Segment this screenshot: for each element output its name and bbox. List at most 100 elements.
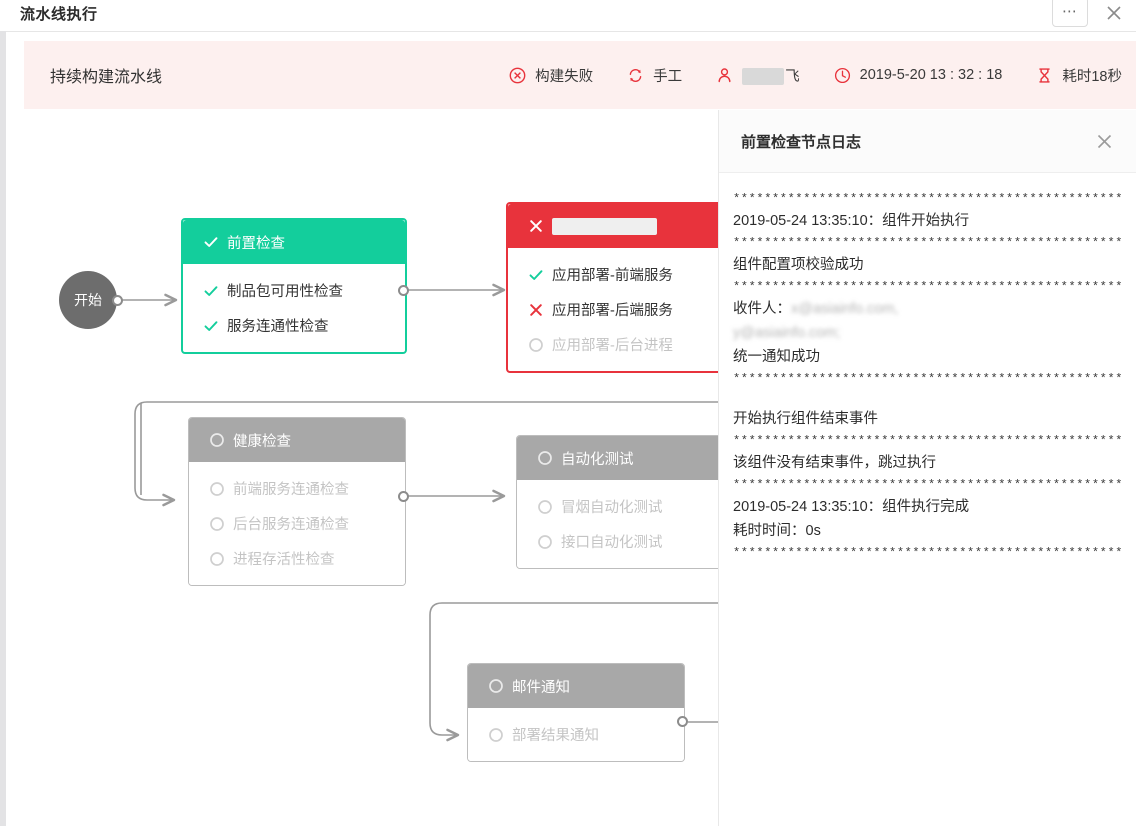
stage-body-precheck: 制品包可用性检查 服务连通性检查 xyxy=(183,264,405,352)
log-line: ****************************************… xyxy=(733,372,1122,387)
log-line: 2019-05-24 13:35:10：组件执行完成 xyxy=(733,499,970,516)
circle-icon xyxy=(488,678,512,694)
circle-icon xyxy=(537,450,561,466)
circle-icon xyxy=(537,534,561,550)
task-row[interactable]: 部署结果通知 xyxy=(468,717,684,752)
stage-port-health-out xyxy=(398,491,409,502)
start-node-port xyxy=(112,295,123,306)
stage-card-mail[interactable]: 邮件通知 部署结果通知 xyxy=(467,663,685,762)
circle-icon xyxy=(209,551,233,567)
clock-icon xyxy=(834,67,851,84)
more-options-button[interactable]: ⋯ xyxy=(1052,0,1088,27)
stage-body-autotest: 冒烟自动化测试 接口自动化测试 xyxy=(517,480,732,568)
build-status: 构建失败 xyxy=(509,65,593,86)
stage-card-health[interactable]: 健康检查 前端服务连通检查 后台服务连通检查 进程存活性检查 xyxy=(188,417,406,586)
stage-title-mail: 邮件通知 xyxy=(512,679,570,696)
refresh-icon xyxy=(627,67,644,84)
start-node-label: 开始 xyxy=(74,292,102,308)
page-title: 流水线执行 xyxy=(20,6,98,23)
task-row[interactable]: 前端服务连通检查 xyxy=(189,471,405,506)
task-row[interactable]: 后台服务连通检查 xyxy=(189,506,405,541)
circle-icon xyxy=(209,516,233,532)
log-line-recipients-cont: y@asiainfo.com; xyxy=(733,321,1122,345)
cross-icon xyxy=(528,218,552,234)
check-icon xyxy=(203,318,227,334)
stage-card-precheck[interactable]: 前置检查 制品包可用性检查 服务连通性检查 xyxy=(181,218,407,354)
log-panel-close-button[interactable] xyxy=(1095,132,1114,151)
task-label: 部署结果通知 xyxy=(512,728,599,744)
redaction-block xyxy=(742,68,785,86)
start-node[interactable]: 开始 xyxy=(59,271,117,329)
check-icon xyxy=(203,283,227,299)
stage-body-mail: 部署结果通知 xyxy=(468,708,684,761)
build-duration: 耗时18秒 xyxy=(1036,65,1122,86)
log-line: ****************************************… xyxy=(733,478,1122,493)
pipeline-name: 持续构建流水线 xyxy=(50,69,163,86)
log-panel-body[interactable]: ****************************************… xyxy=(719,173,1136,813)
circle-icon xyxy=(488,727,512,743)
build-duration-label: 耗时18秒 xyxy=(1062,68,1122,85)
log-line: ****************************************… xyxy=(733,236,1122,250)
task-label: 后台服务连通检查 xyxy=(233,517,349,533)
hourglass-icon xyxy=(1036,67,1053,84)
stage-header-autotest[interactable]: 自动化测试 xyxy=(517,436,732,480)
task-row[interactable]: 冒烟自动化测试 xyxy=(517,489,732,524)
error-circle-icon xyxy=(509,67,526,84)
task-row[interactable]: 进程存活性检查 xyxy=(189,541,405,576)
log-line: ****************************************… xyxy=(733,434,1122,449)
stage-title-deploy xyxy=(552,217,657,235)
task-row[interactable]: 应用部署-后台进程 xyxy=(508,327,763,362)
stage-header-health[interactable]: 健康检查 xyxy=(189,418,405,462)
task-label: 进程存活性检查 xyxy=(233,552,335,568)
log-line: ****************************************… xyxy=(733,280,1122,294)
build-time: 2019-5-20 13 : 32 : 18 xyxy=(834,67,1002,84)
task-label: 接口自动化测试 xyxy=(561,535,663,551)
trigger-user: 飞 xyxy=(716,65,800,86)
log-line: 组件配置项校验成功 xyxy=(733,257,864,273)
task-label: 冒烟自动化测试 xyxy=(561,500,663,516)
task-label: 前端服务连通检查 xyxy=(233,482,349,498)
circle-icon xyxy=(209,481,233,497)
task-row[interactable]: 服务连通性检查 xyxy=(183,308,405,343)
log-line-recipients: 收件人：x@asiainfo.com, xyxy=(733,297,1122,321)
close-icon xyxy=(1097,134,1112,148)
redaction-block xyxy=(552,217,657,235)
stage-title-autotest: 自动化测试 xyxy=(561,451,634,468)
check-icon xyxy=(203,234,227,250)
user-icon xyxy=(716,67,733,84)
trigger-type: 手工 xyxy=(627,65,682,86)
log-line: 2019-05-24 13:35:10：组件开始执行 xyxy=(733,213,970,229)
stage-header-mail[interactable]: 邮件通知 xyxy=(468,664,684,708)
stage-body-health: 前端服务连通检查 后台服务连通检查 进程存活性检查 xyxy=(189,462,405,585)
stage-port-mail-out xyxy=(677,716,688,727)
node-log-panel: 前置检查节点日志 *******************************… xyxy=(718,110,1136,826)
task-label: 应用部署-前端服务 xyxy=(552,268,673,284)
modal-left-edge xyxy=(0,31,6,826)
circle-icon xyxy=(537,499,561,515)
check-icon xyxy=(528,267,552,283)
task-label: 应用部署-后台进程 xyxy=(552,338,673,354)
log-panel-header: 前置检查节点日志 xyxy=(719,110,1136,173)
log-line: ****************************************… xyxy=(733,546,1122,561)
task-row[interactable]: 制品包可用性检查 xyxy=(183,273,405,308)
task-label: 应用部署-后端服务 xyxy=(552,303,673,319)
circle-icon xyxy=(209,432,233,448)
trigger-user-name: 飞 xyxy=(742,65,800,86)
log-line: 耗时时间：0s xyxy=(733,523,821,540)
task-row[interactable]: 接口自动化测试 xyxy=(517,524,732,559)
stage-card-autotest[interactable]: 自动化测试 冒烟自动化测试 接口自动化测试 xyxy=(516,435,733,569)
log-recipients-redacted: x@asiainfo.com, xyxy=(791,301,899,318)
stage-port-precheck-out xyxy=(398,285,409,296)
stage-header-precheck[interactable]: 前置检查 xyxy=(183,220,405,264)
window-close-button[interactable] xyxy=(1102,1,1126,25)
log-line: 开始执行组件结束事件 xyxy=(733,411,878,428)
stage-title-health: 健康检查 xyxy=(233,433,291,450)
circle-icon xyxy=(528,337,552,353)
stage-title-precheck: 前置检查 xyxy=(227,235,285,252)
more-dots-icon: ⋯ xyxy=(1062,3,1078,20)
task-row[interactable]: 应用部署-后端服务 xyxy=(508,292,763,327)
log-recipients-redacted: y@asiainfo.com; xyxy=(733,325,841,342)
task-row[interactable]: 应用部署-前端服务 xyxy=(508,257,763,292)
pipeline-meta: 构建失败 手工 飞 xyxy=(475,65,1136,86)
log-line: ****************************************… xyxy=(733,192,1122,206)
